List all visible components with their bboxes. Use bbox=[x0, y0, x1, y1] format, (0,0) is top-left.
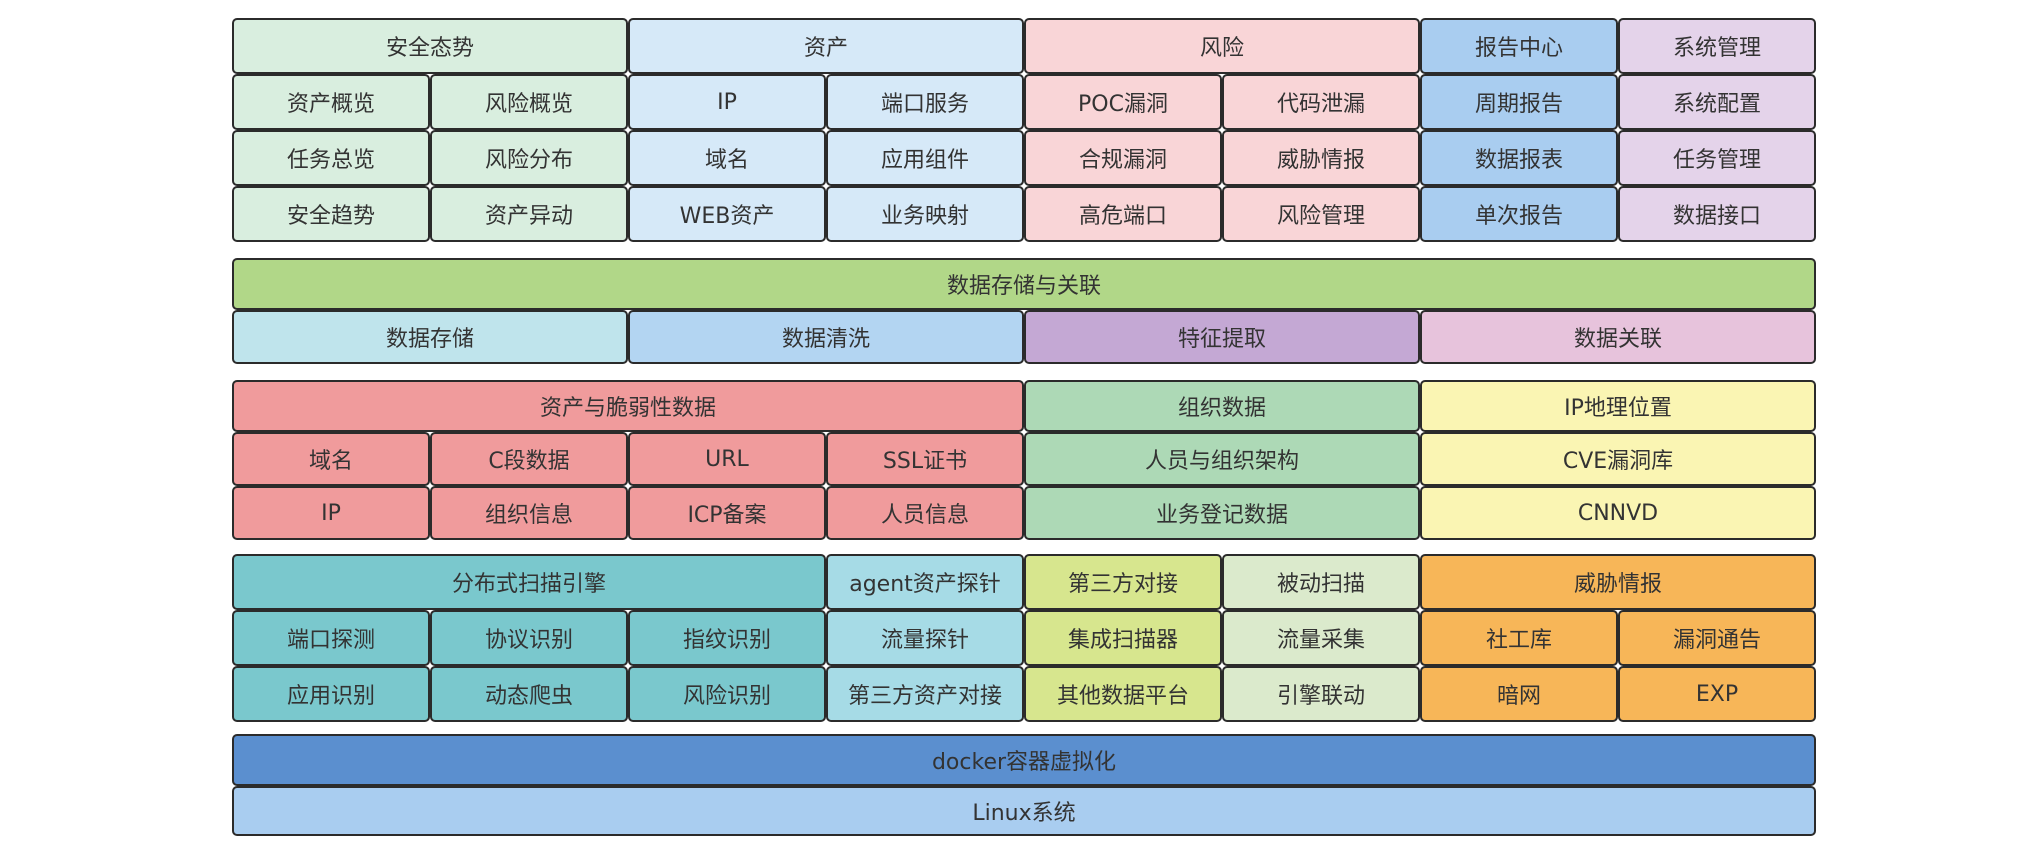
security-item: 安全趋势 bbox=[232, 186, 430, 242]
security-item: 风险概览 bbox=[430, 74, 628, 130]
risk-item: 代码泄漏 bbox=[1222, 74, 1420, 130]
storage-item: 数据清洗 bbox=[628, 310, 1024, 364]
vuln-data-header: 资产与脆弱性数据 bbox=[232, 380, 1024, 432]
report-item: 周期报告 bbox=[1420, 74, 1618, 130]
system-item: 系统配置 bbox=[1618, 74, 1816, 130]
ip-geo-item: CVE漏洞库 bbox=[1420, 432, 1816, 486]
risk-item: 风险管理 bbox=[1222, 186, 1420, 242]
security-item: 资产异动 bbox=[430, 186, 628, 242]
security-item: 风险分布 bbox=[430, 130, 628, 186]
vuln-data-item: 域名 bbox=[232, 432, 430, 486]
security-header: 安全态势 bbox=[232, 18, 628, 74]
vuln-data-item: ICP备案 bbox=[628, 486, 826, 540]
risk-item: POC漏洞 bbox=[1024, 74, 1222, 130]
system-item: 任务管理 bbox=[1618, 130, 1816, 186]
asset-item: IP bbox=[628, 74, 826, 130]
vuln-data-item: SSL证书 bbox=[826, 432, 1024, 486]
scan-engine-item: 指纹识别 bbox=[628, 610, 826, 666]
docker-layer: docker容器虚拟化 bbox=[232, 734, 1816, 786]
risk-item: 合规漏洞 bbox=[1024, 130, 1222, 186]
ip-geo-header: IP地理位置 bbox=[1420, 380, 1816, 432]
ip-geo-item: CNNVD bbox=[1420, 486, 1816, 540]
threat-intel-item: 暗网 bbox=[1420, 666, 1618, 722]
vuln-data-item: IP bbox=[232, 486, 430, 540]
scan-engine-item: 动态爬虫 bbox=[430, 666, 628, 722]
threat-intel-item: EXP bbox=[1618, 666, 1816, 722]
security-item: 资产概览 bbox=[232, 74, 430, 130]
security-item: 任务总览 bbox=[232, 130, 430, 186]
agent-item: 第三方资产对接 bbox=[826, 666, 1024, 722]
passive-item: 被动扫描 bbox=[1222, 554, 1420, 610]
org-data-item: 业务登记数据 bbox=[1024, 486, 1420, 540]
asset-item: 端口服务 bbox=[826, 74, 1024, 130]
system-header: 系统管理 bbox=[1618, 18, 1816, 74]
risk-item: 高危端口 bbox=[1024, 186, 1222, 242]
passive-item: 引擎联动 bbox=[1222, 666, 1420, 722]
asset-header: 资产 bbox=[628, 18, 1024, 74]
agent-item: 流量探针 bbox=[826, 610, 1024, 666]
vuln-data-item: URL bbox=[628, 432, 826, 486]
asset-item: 业务映射 bbox=[826, 186, 1024, 242]
threat-intel-item: 漏洞通告 bbox=[1618, 610, 1816, 666]
storage-item: 数据存储 bbox=[232, 310, 628, 364]
scan-engine-item: 端口探测 bbox=[232, 610, 430, 666]
thirdparty-item: 集成扫描器 bbox=[1024, 610, 1222, 666]
risk-item: 威胁情报 bbox=[1222, 130, 1420, 186]
passive-item: 流量采集 bbox=[1222, 610, 1420, 666]
threat-intel-header: 威胁情报 bbox=[1420, 554, 1816, 610]
vuln-data-item: 组织信息 bbox=[430, 486, 628, 540]
scan-engine-header: 分布式扫描引擎 bbox=[232, 554, 826, 610]
storage-item: 数据关联 bbox=[1420, 310, 1816, 364]
asset-item: WEB资产 bbox=[628, 186, 826, 242]
vuln-data-item: C段数据 bbox=[430, 432, 628, 486]
report-header: 报告中心 bbox=[1420, 18, 1618, 74]
scan-engine-item: 风险识别 bbox=[628, 666, 826, 722]
risk-header: 风险 bbox=[1024, 18, 1420, 74]
report-item: 数据报表 bbox=[1420, 130, 1618, 186]
scan-engine-item: 应用识别 bbox=[232, 666, 430, 722]
agent-item: agent资产探针 bbox=[826, 554, 1024, 610]
linux-layer: Linux系统 bbox=[232, 786, 1816, 836]
storage-item: 特征提取 bbox=[1024, 310, 1420, 364]
threat-intel-item: 社工库 bbox=[1420, 610, 1618, 666]
system-item: 数据接口 bbox=[1618, 186, 1816, 242]
org-data-item: 人员与组织架构 bbox=[1024, 432, 1420, 486]
thirdparty-item: 第三方对接 bbox=[1024, 554, 1222, 610]
vuln-data-item: 人员信息 bbox=[826, 486, 1024, 540]
thirdparty-item: 其他数据平台 bbox=[1024, 666, 1222, 722]
org-data-header: 组织数据 bbox=[1024, 380, 1420, 432]
asset-item: 域名 bbox=[628, 130, 826, 186]
asset-item: 应用组件 bbox=[826, 130, 1024, 186]
scan-engine-item: 协议识别 bbox=[430, 610, 628, 666]
report-item: 单次报告 bbox=[1420, 186, 1618, 242]
storage-header: 数据存储与关联 bbox=[232, 258, 1816, 310]
